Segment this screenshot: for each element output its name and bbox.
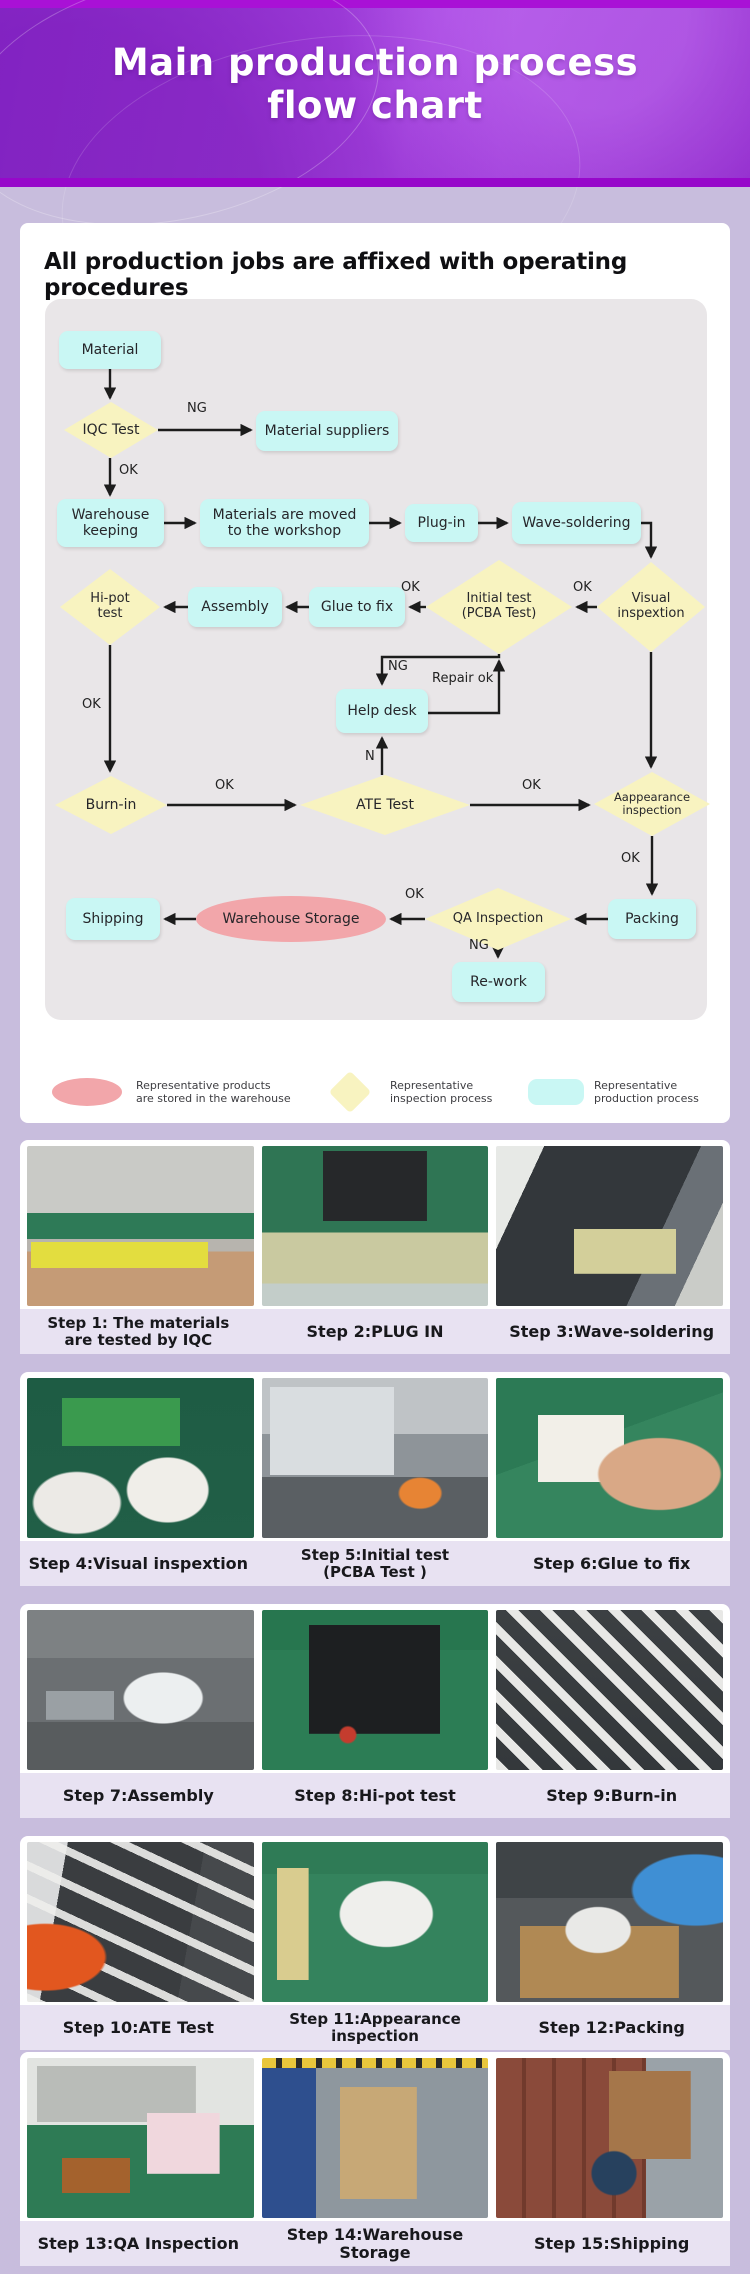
legend-production-label: Representative production process [594, 1079, 699, 1106]
page-title-line2: flow chart [267, 83, 483, 127]
step-row-1-photos [27, 1146, 724, 1306]
legend-inspection-label: Representative inspection process [390, 1079, 493, 1106]
step-row-5: Step 13:QA Inspection Step 14:Warehouse … [20, 2052, 730, 2266]
flow-node-help-desk: Help desk [336, 689, 428, 733]
step-row-4: Step 10:ATE Test Step 11:Appearance insp… [20, 1836, 730, 2050]
step-12-photo [496, 1842, 724, 2002]
edge-label-ok-iqc: OK [119, 463, 138, 478]
page-title-line1: Main production process [111, 41, 639, 84]
step-13-caption: Step 13:QA Inspection [37, 2233, 240, 2253]
step-15-caption: Step 15:Shipping [534, 2233, 690, 2253]
header-bottom-strip [0, 178, 750, 187]
step-row-1: Step 1: The materials are tested by IQC … [20, 1140, 730, 1354]
step-11-caption: Step 11:Appearance inspection [289, 2010, 461, 2045]
flow-node-rework: Re-work [452, 962, 545, 1002]
edge-label-ng-iqc: NG [187, 401, 207, 416]
step-row-4-photos [27, 1842, 724, 2002]
flow-node-material-suppliers: Material suppliers [256, 411, 398, 451]
step-6-photo [496, 1378, 724, 1538]
step-2-caption: Step 2:PLUG IN [306, 1321, 444, 1341]
edge-label-ok-visual: OK [573, 580, 592, 595]
header-top-strip [0, 0, 750, 8]
step-15-photo [496, 2058, 724, 2218]
step-3-photo [496, 1146, 724, 1306]
flow-node-glue-to-fix: Glue to fix [309, 587, 405, 627]
step-11-photo [261, 1842, 489, 2002]
step-13-photo [27, 2058, 254, 2218]
edge-label-n-ate: N [365, 749, 375, 764]
step-row-5-photos [27, 2058, 724, 2218]
flowchart-heading: All production jobs are affixed with ope… [44, 249, 628, 301]
flow-node-wave-soldering: Wave-soldering [512, 502, 641, 544]
step-1-photo [27, 1146, 254, 1306]
edge-label-ok-initial: OK [401, 580, 420, 595]
header-banner [0, 0, 750, 375]
step-row-2: Step 4:Visual inspextion Step 5:Initial … [20, 1372, 730, 1586]
legend-inspection-diamond-swatch [328, 1070, 372, 1114]
step-9-caption: Step 9:Burn-in [546, 1785, 678, 1805]
flow-node-plug-in: Plug-in [405, 504, 478, 542]
legend-production-rect-swatch [528, 1079, 584, 1105]
edge-label-ok-qa: OK [405, 887, 424, 902]
step-row-3: Step 7:Assembly Step 8:Hi-pot test Step … [20, 1604, 730, 1818]
step-10-caption: Step 10:ATE Test [62, 2017, 214, 2037]
flowchart-card: All production jobs are affixed with ope… [20, 223, 730, 1123]
edge-label-repair-ok: Repair ok [432, 671, 494, 686]
flow-node-material: Material [59, 331, 161, 369]
step-9-photo [496, 1610, 724, 1770]
step-row-1-captions: Step 1: The materials are tested by IQC … [20, 1309, 730, 1354]
step-row-3-captions: Step 7:Assembly Step 8:Hi-pot test Step … [20, 1773, 730, 1818]
step-12-caption: Step 12:Packing [538, 2017, 685, 2037]
step-14-photo [261, 2058, 489, 2218]
edge-label-ok-hipot: OK [82, 697, 101, 712]
edge-label-ok-appearance: OK [621, 851, 640, 866]
step-4-photo [27, 1378, 254, 1538]
step-8-photo [261, 1610, 489, 1770]
step-row-4-captions: Step 10:ATE Test Step 11:Appearance insp… [20, 2005, 730, 2050]
legend-storage-ellipse-swatch [52, 1078, 122, 1106]
flowchart-connectors [103, 369, 659, 959]
step-10-photo [27, 1842, 254, 2002]
flow-node-assembly: Assembly [188, 587, 282, 627]
step-2-photo [261, 1146, 489, 1306]
legend-storage-label: Representative products are stored in th… [136, 1079, 291, 1106]
flow-node-shipping: Shipping [66, 898, 160, 940]
edge-label-ng-qa: NG [469, 938, 489, 953]
flow-node-packing: Packing [608, 899, 696, 939]
step-row-2-photos [27, 1378, 724, 1538]
step-7-caption: Step 7:Assembly [62, 1785, 214, 1805]
edge-label-ng-initial: NG [388, 659, 408, 674]
step-5-caption: Step 5:Initial test (PCBA Test ) [300, 1546, 450, 1581]
flow-node-warehouse-storage: Warehouse Storage [196, 896, 386, 942]
flow-node-materials-moved: Materials are moved to the workshop [200, 499, 369, 547]
flow-node-warehouse-keeping: Warehouse keeping [57, 499, 164, 547]
page-title: Main production process flow chart [0, 41, 750, 128]
step-1-caption: Step 1: The materials are tested by IQC [47, 1314, 230, 1349]
edge-label-ok-burnin: OK [215, 778, 234, 793]
step-8-caption: Step 8:Hi-pot test [294, 1785, 456, 1805]
step-4-caption: Step 4:Visual inspextion [28, 1553, 249, 1573]
step-row-5-captions: Step 13:QA Inspection Step 14:Warehouse … [20, 2221, 730, 2266]
flowchart-panel: Material IQC Test Material suppliers War… [45, 299, 710, 1020]
step-14-caption: Step 14:Warehouse Storage [286, 2224, 464, 2262]
step-7-photo [27, 1610, 254, 1770]
step-5-photo [261, 1378, 489, 1538]
step-row-3-photos [27, 1610, 724, 1770]
step-6-caption: Step 6:Glue to fix [532, 1553, 691, 1573]
step-row-2-captions: Step 4:Visual inspextion Step 5:Initial … [20, 1541, 730, 1586]
step-3-caption: Step 3:Wave-soldering [509, 1321, 715, 1341]
edge-label-ok-ate: OK [522, 778, 541, 793]
